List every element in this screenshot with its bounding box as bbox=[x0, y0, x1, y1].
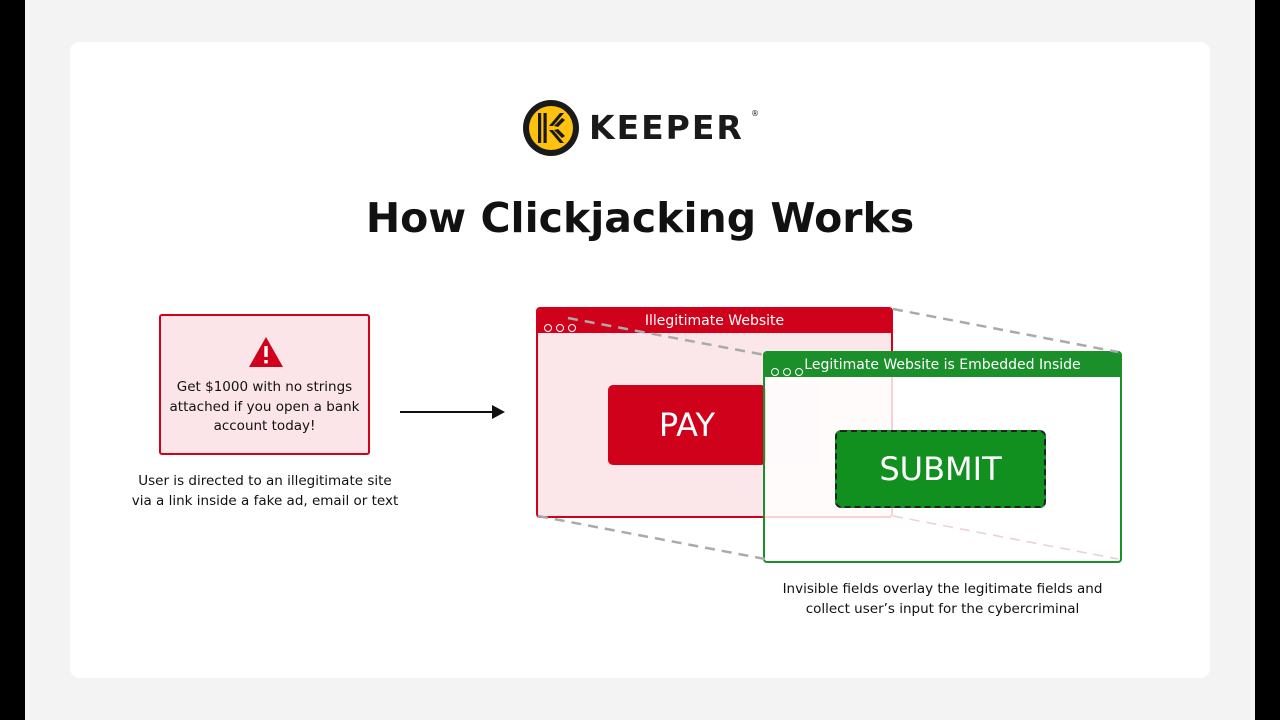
illegitimate-window-titlebar: Illegitimate Website bbox=[538, 309, 891, 333]
warning-icon bbox=[249, 337, 283, 367]
legitimate-window-caption: Invisible fields overlay the legitimate … bbox=[782, 581, 1103, 617]
window-dot-icon bbox=[771, 368, 779, 376]
window-dot-icon bbox=[783, 368, 791, 376]
fake-ad-caption: User is directed to an illegitimate site… bbox=[131, 473, 399, 509]
brand-name: KEEPER bbox=[589, 108, 744, 147]
window-dot-icon bbox=[544, 324, 552, 332]
legitimate-window-titlebar: Legitimate Website is Embedded Inside bbox=[765, 353, 1120, 377]
legitimate-window-title: Legitimate Website is Embedded Inside bbox=[804, 357, 1081, 373]
window-dot-icon bbox=[556, 324, 564, 332]
window-dot-icon bbox=[795, 368, 803, 376]
page-title: How Clickjacking Works bbox=[365, 194, 915, 242]
illegitimate-window-title: Illegitimate Website bbox=[644, 313, 785, 329]
fake-ad-box: Get $1000 with no strings attached if yo… bbox=[159, 314, 370, 455]
keeper-logo-icon bbox=[523, 100, 579, 156]
registered-mark: ® bbox=[751, 109, 759, 118]
submit-button[interactable]: SUBMIT bbox=[835, 430, 1046, 508]
window-controls bbox=[771, 361, 807, 380]
pay-button[interactable]: PAY bbox=[608, 385, 766, 465]
fake-ad-text: Get $1000 with no strings attached if yo… bbox=[169, 379, 360, 434]
